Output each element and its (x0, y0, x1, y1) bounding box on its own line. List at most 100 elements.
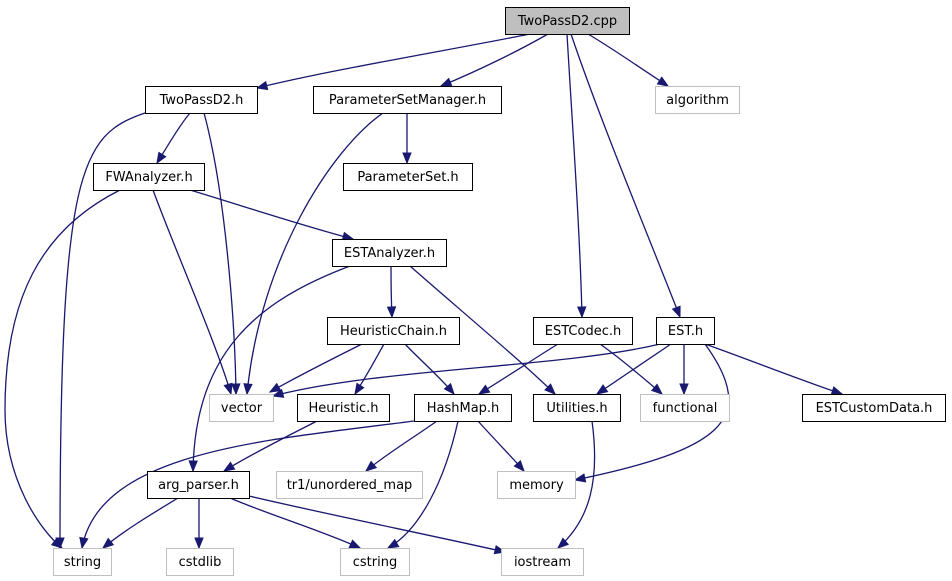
edge-parametersetmanager_h-to-parameterset_h (402, 112, 412, 165)
arrow-head (222, 461, 236, 472)
arrow-head (577, 306, 587, 319)
node-box (802, 394, 946, 422)
edge-estanalyzer_h-to-utilities_h (409, 265, 556, 395)
node-box (414, 394, 512, 422)
node-algorithm: algorithm (655, 86, 740, 114)
node-label: arg_parser.h (158, 478, 239, 493)
arrow-head (364, 460, 378, 472)
edge-hashmap_h-to-cstring (386, 420, 459, 549)
arrow-head (650, 383, 664, 395)
arrow-head (188, 460, 198, 473)
node-hashmap-h[interactable]: HashMap.h (414, 394, 512, 422)
arrow-head (573, 473, 587, 483)
node-label: TwoPassD2.h (159, 93, 244, 108)
edge-hashmap_h-to-string (79, 420, 415, 550)
arrow-head (656, 76, 670, 87)
node-est-h[interactable]: EST.h (656, 317, 715, 345)
node-label: ESTAnalyzer.h (344, 246, 435, 261)
arrow-head (243, 383, 253, 396)
node-utilities-h[interactable]: Utilities.h (533, 394, 621, 422)
arrow-head (354, 382, 365, 396)
edge-twopassd2_cpp-to-algorithm (587, 33, 670, 87)
node-box (343, 163, 473, 191)
edge-arg_parser_h-to-cstring (229, 497, 362, 549)
edge-hashmap_h-to-memory (477, 420, 525, 473)
node-box (166, 548, 234, 576)
arrow-head (671, 305, 681, 319)
node-label: cstdlib (179, 555, 222, 570)
node-box (313, 86, 502, 114)
node-parameterset-h[interactable]: ParameterSet.h (343, 163, 473, 191)
node-label: ParameterSetManager.h (329, 93, 486, 108)
node-label: Heuristic.h (309, 401, 379, 416)
node-estcodec-h[interactable]: ESTCodec.h (533, 317, 633, 345)
node-twopassd2-cpp[interactable]: TwoPassD2.cpp (505, 7, 630, 35)
arrow-head (830, 386, 844, 396)
node-estcustomdata-h[interactable]: ESTCustomData.h (802, 394, 946, 422)
edge-est_h-to-utilities_h (595, 343, 672, 395)
edge-twopassd2_h-to-fwanalyzer_h (156, 112, 191, 165)
arrow-head (268, 382, 282, 393)
node-heuristicchain-h[interactable]: HeuristicChain.h (327, 317, 460, 345)
node-box (533, 394, 621, 422)
node-fwanalyzer-h[interactable]: FWAnalyzer.h (93, 163, 205, 191)
arrow-head (156, 151, 167, 165)
edge-est_h-to-functional (679, 343, 689, 396)
edge-parametersetmanager_h-to-vector (243, 112, 384, 396)
edge-heuristicchain_h-to-hashmap_h (404, 343, 455, 396)
node-tr1-unordered-map: tr1/unordered_map (276, 471, 423, 499)
node-box (497, 471, 576, 499)
node-box (53, 548, 112, 576)
node-box (332, 239, 447, 267)
node-box (501, 548, 584, 576)
arrow-head (439, 77, 453, 87)
edge-arg_parser_h-to-cstdlib (194, 498, 204, 550)
edges-layer (4, 33, 844, 555)
edge-heuristic_h-to-arg_parser_h (222, 420, 318, 472)
edge-hashmap_h-to-tr1_unordered_map (364, 420, 438, 472)
edge-arg_parser_h-to-string (101, 497, 179, 549)
node-label: iostream (514, 555, 571, 570)
edge-twopassd2_h-to-vector (203, 112, 241, 396)
arrow-head (348, 539, 362, 549)
edge-estcodec_h-to-functional (599, 343, 664, 395)
node-box (93, 163, 205, 191)
edge-estanalyzer_h-to-heuristicchain_h (386, 265, 397, 319)
arrow-head (477, 384, 491, 395)
node-parametersetmanager-h[interactable]: ParameterSetManager.h (313, 86, 502, 114)
edge-est_h-to-estcustomdata_h (704, 343, 844, 396)
node-label: memory (509, 478, 564, 493)
node-heuristic-h[interactable]: Heuristic.h (297, 394, 390, 422)
node-label: FWAnalyzer.h (105, 170, 192, 185)
node-cstdlib: cstdlib (166, 548, 234, 576)
node-box (533, 317, 633, 345)
arrow-head (50, 537, 64, 549)
arrow-head (194, 537, 204, 550)
node-estanalyzer-h[interactable]: ESTAnalyzer.h (332, 239, 447, 267)
arrow-head (513, 459, 525, 473)
node-box (209, 394, 274, 422)
node-label: TwoPassD2.cpp (517, 14, 617, 29)
node-label: EST.h (668, 324, 703, 339)
arrow-head (271, 388, 285, 398)
arrow-head (101, 537, 115, 549)
node-twopassd2-h[interactable]: TwoPassD2.h (145, 86, 258, 114)
node-box (297, 394, 390, 422)
node-label: ParameterSet.h (357, 170, 458, 185)
node-label: ESTCodec.h (545, 324, 621, 339)
edge-estanalyzer_h-to-arg_parser_h (188, 265, 351, 473)
edge-twopassd2_cpp-to-twopassd2_h (255, 33, 531, 91)
arrow-head (231, 383, 241, 396)
node-label: vector (221, 401, 263, 416)
node-label: tr1/unordered_map (287, 478, 413, 493)
arrow-head (386, 538, 400, 549)
node-label: algorithm (666, 93, 729, 108)
node-arg-parser-h[interactable]: arg_parser.h (147, 471, 250, 499)
node-label: HeuristicChain.h (340, 324, 447, 339)
node-box (640, 394, 730, 422)
arrow-head (544, 383, 556, 395)
node-box (655, 86, 740, 114)
node-label: string (64, 555, 101, 570)
node-iostream: iostream (501, 548, 584, 576)
